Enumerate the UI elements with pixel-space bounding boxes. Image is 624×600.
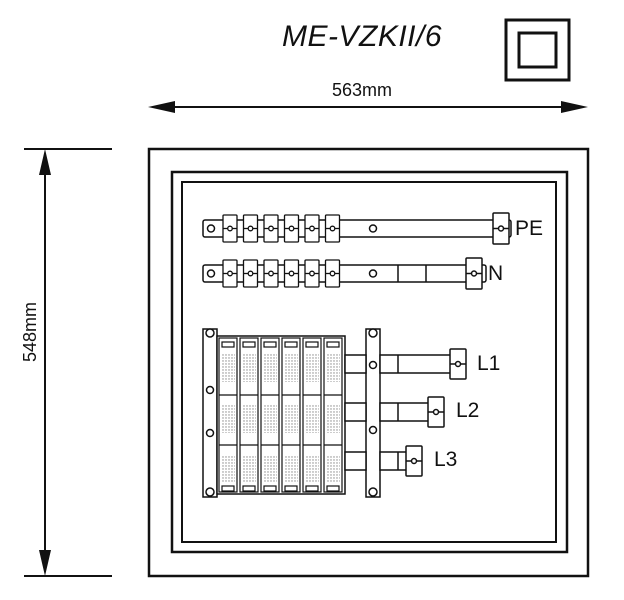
pe-clamp <box>263 214 279 243</box>
enclosure-frame <box>147 147 590 578</box>
switch-module <box>239 337 259 493</box>
pe-clamps <box>222 214 341 243</box>
drawing-title: ME-VZKII/6 <box>282 20 443 53</box>
pe-clamp <box>324 214 341 243</box>
n-clamp <box>324 259 341 288</box>
pe-clamp <box>242 214 259 243</box>
n-label: N <box>488 262 504 285</box>
switch-module <box>218 337 238 493</box>
l3-label: L3 <box>434 448 458 471</box>
pe-clamp <box>304 214 320 243</box>
n-clamp <box>263 259 279 288</box>
n-clamp <box>222 259 238 288</box>
n-clamps <box>222 259 341 288</box>
switch-module <box>260 337 280 493</box>
l2-label: L2 <box>456 399 480 422</box>
l1-label: L1 <box>477 352 501 375</box>
pe-clamp <box>222 214 238 243</box>
switch-module <box>281 337 301 493</box>
phase-outputs <box>344 348 467 477</box>
switch-module <box>323 337 343 493</box>
width-dimension-label: 563mm <box>332 80 393 100</box>
switch-modules <box>218 337 343 493</box>
n-clamp <box>283 259 300 288</box>
insulation-symbol-icon <box>504 18 571 82</box>
pe-clamp <box>283 214 300 243</box>
n-clamp <box>304 259 320 288</box>
switch-module <box>302 337 322 493</box>
switch-block <box>202 328 381 498</box>
pe-label: PE <box>515 217 544 240</box>
pe-busbar <box>202 212 512 245</box>
width-dimension-arrow <box>148 101 588 113</box>
n-clamp <box>242 259 259 288</box>
height-dimension-arrow <box>24 148 112 577</box>
